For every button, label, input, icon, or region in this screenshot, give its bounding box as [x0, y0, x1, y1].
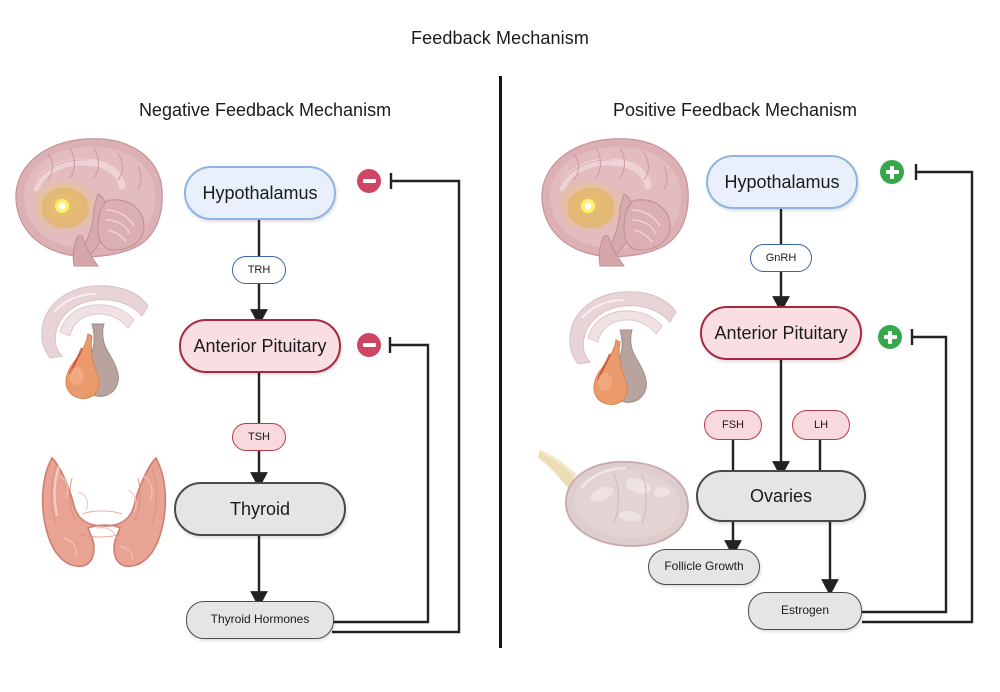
node-ovaries[interactable]: Ovaries	[696, 470, 866, 522]
pituitary-gland-illustration-right	[569, 291, 677, 405]
minus-badge-hypothalamus	[357, 169, 381, 193]
node-label: Thyroid Hormones	[210, 612, 310, 627]
plus-badge-hypothalamus	[880, 160, 904, 184]
node-lh[interactable]: LH	[792, 410, 850, 440]
node-fsh[interactable]: FSH	[704, 410, 762, 440]
node-hypothalamus-positive[interactable]: Hypothalamus	[706, 155, 858, 209]
node-gnrh[interactable]: GnRH	[750, 244, 812, 272]
node-trh[interactable]: TRH	[232, 256, 286, 284]
negative-panel-heading: Negative Feedback Mechanism	[138, 100, 392, 120]
plus-bar-vertical	[888, 330, 892, 344]
node-label: Hypothalamus	[724, 171, 840, 192]
positive-panel-heading: Positive Feedback Mechanism	[612, 100, 858, 120]
node-follicle-growth[interactable]: Follicle Growth	[648, 549, 760, 585]
node-hypothalamus-negative[interactable]: Hypothalamus	[184, 166, 336, 220]
panel-divider	[499, 76, 502, 648]
node-label: Ovaries	[749, 485, 812, 506]
node-label: TSH	[248, 430, 270, 443]
node-label: Anterior Pituitary	[714, 322, 848, 343]
node-label: Estrogen	[780, 603, 830, 618]
node-label: LH	[813, 418, 829, 431]
node-anterior-pituitary-positive[interactable]: Anterior Pituitary	[700, 306, 862, 360]
node-tsh[interactable]: TSH	[232, 423, 286, 451]
thyroid-gland-illustration	[41, 456, 167, 568]
plus-badge-anterior-pituitary	[878, 325, 902, 349]
node-thyroid-hormones[interactable]: Thyroid Hormones	[186, 601, 334, 639]
node-label: GnRH	[765, 251, 797, 264]
plus-bar-vertical	[890, 165, 894, 179]
minus-bar	[362, 343, 376, 347]
brain-sagittal-illustration-left	[15, 138, 163, 267]
node-label: Hypothalamus	[202, 182, 318, 203]
node-thyroid[interactable]: Thyroid	[174, 482, 346, 536]
node-anterior-pituitary-negative[interactable]: Anterior Pituitary	[179, 319, 341, 373]
node-label: Follicle Growth	[664, 559, 744, 574]
node-estrogen[interactable]: Estrogen	[748, 592, 862, 630]
pituitary-gland-illustration-left	[41, 285, 149, 399]
ovary-illustration	[538, 450, 689, 547]
page-title: Feedback Mechanism	[411, 28, 589, 48]
node-label: Anterior Pituitary	[193, 335, 327, 356]
node-label: Thyroid	[229, 498, 291, 519]
brain-sagittal-illustration-right	[541, 138, 689, 267]
minus-badge-anterior-pituitary	[357, 333, 381, 357]
minus-bar	[362, 179, 376, 183]
node-label: FSH	[722, 418, 744, 431]
node-label: TRH	[247, 263, 271, 276]
